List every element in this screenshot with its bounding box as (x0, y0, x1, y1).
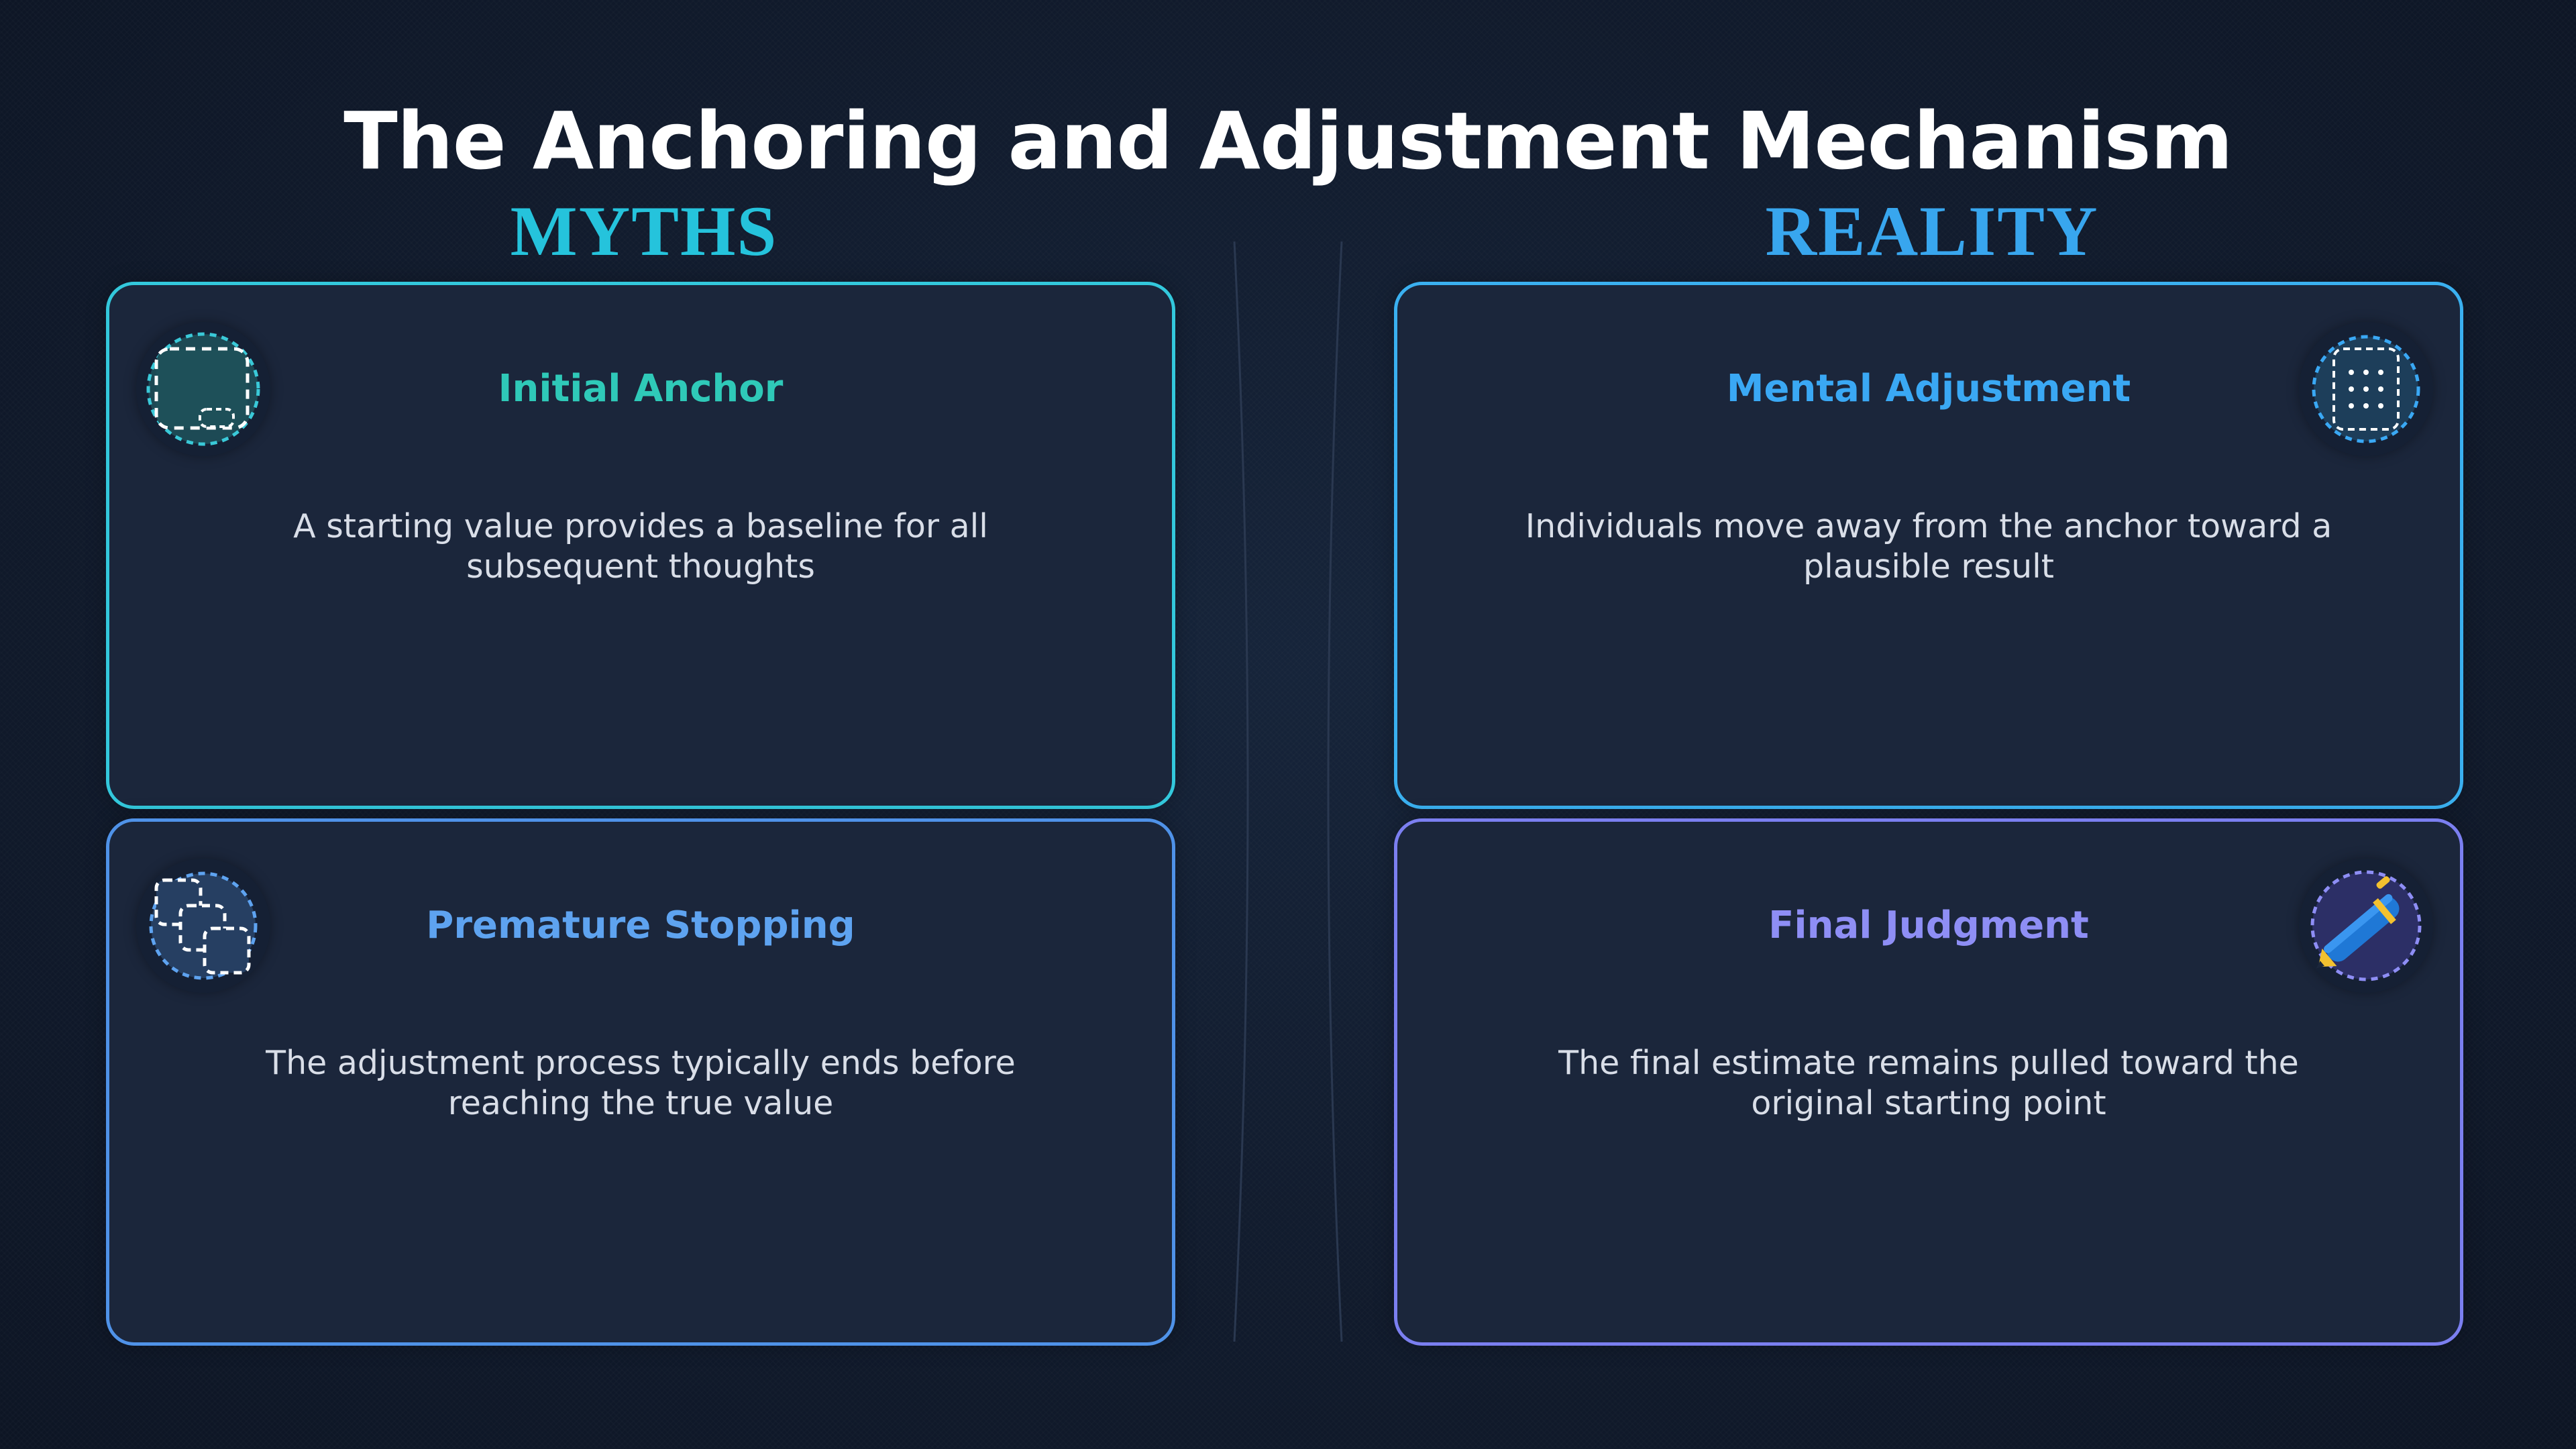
center-divider (1233, 241, 1343, 1342)
dotted-grid-icon (2299, 322, 2433, 456)
myths-heading: MYTHS (510, 192, 778, 270)
card-title: Premature Stopping (426, 904, 855, 947)
overlapping-squares-icon (136, 859, 270, 993)
card-description: The adjustment process typically ends be… (266, 1044, 1016, 1122)
card-final-judgment: Final Judgment The final estimate remain… (1394, 818, 2463, 1346)
card-description: The final estimate remains pulled toward… (1558, 1044, 2299, 1122)
card-title: Final Judgment (1768, 904, 2089, 947)
card-initial-anchor: Initial Anchor A starting value provides… (106, 282, 1175, 809)
pen-icon (2299, 859, 2433, 993)
card-mental-adjustment: Mental Adjustment Individuals move away … (1394, 282, 2463, 809)
anchor-box-icon (136, 322, 270, 456)
card-description: Individuals move away from the anchor to… (1525, 507, 2332, 586)
page-title: The Anchoring and Adjustment Mechanism (343, 95, 2233, 187)
card-description: A starting value provides a baseline for… (293, 507, 988, 586)
card-title: Initial Anchor (498, 367, 784, 411)
reality-heading: REALITY (1765, 192, 2099, 270)
card-premature-stopping: Premature Stopping The adjustment proces… (106, 818, 1175, 1346)
card-title: Mental Adjustment (1726, 367, 2131, 411)
